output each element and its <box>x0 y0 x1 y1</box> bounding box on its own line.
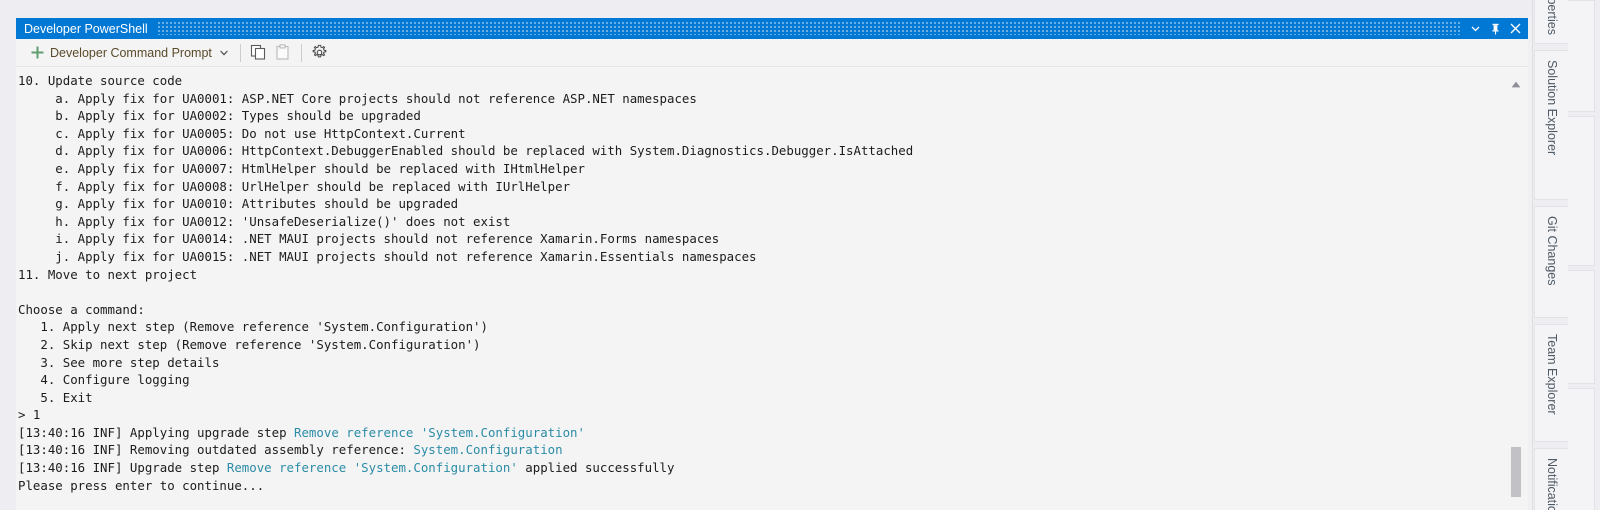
terminal-text: c. Apply fix for UA0005: Do not use Http… <box>18 125 466 141</box>
terminal-line: 2. Skip next step (Remove reference 'Sys… <box>18 336 1504 354</box>
ide-right-edge-strip <box>1568 0 1600 510</box>
pin-icon[interactable] <box>1486 20 1504 38</box>
sidebar-tab-label: Properties <box>1545 0 1559 35</box>
terminal-text: b. Apply fix for UA0002: Types should be… <box>18 108 421 124</box>
terminal-text: 11. Move to next project <box>18 266 198 282</box>
close-icon[interactable] <box>1506 20 1524 38</box>
terminal-text: [13:40:16 INF] Removing outdated assembl… <box>18 442 414 458</box>
terminal-line: 4. Configure logging <box>18 371 1504 389</box>
window-dropdown-icon[interactable] <box>1466 20 1484 38</box>
terminal-line: h. Apply fix for UA0012: 'UnsafeDeserial… <box>18 213 1504 231</box>
terminal-line: [13:40:16 INF] Removing outdated assembl… <box>18 441 1504 459</box>
new-tab-profile-label[interactable]: Developer Command Prompt <box>50 45 212 60</box>
tool-window-title: Developer PowerShell <box>24 21 154 36</box>
sidebar-tab-label: Team Explorer <box>1545 334 1559 415</box>
sidebar-tab-notifications[interactable]: Notifications <box>1534 448 1568 510</box>
edge-card-3 <box>1568 270 1595 384</box>
terminal-highlight-text: Remove reference 'System.Configuration' <box>294 424 585 440</box>
terminal-line: 5. Exit <box>18 389 1504 407</box>
new-tab-chevron-down-icon[interactable] <box>218 44 230 62</box>
edge-card-2 <box>1568 116 1595 266</box>
terminal-text: [13:40:16 INF] Applying upgrade step <box>18 424 295 440</box>
tool-window-title-bar[interactable]: Developer PowerShell <box>16 18 1528 39</box>
sidebar-tab-label: Solution Explorer <box>1545 60 1559 156</box>
terminal-scrollbar[interactable] <box>1504 67 1528 510</box>
paste-icon[interactable] <box>271 42 295 64</box>
terminal-text: a. Apply fix for UA0001: ASP.NET Core pr… <box>18 90 697 106</box>
terminal-text: 4. Configure logging <box>18 372 190 388</box>
sidebar-tab-git-changes[interactable]: Git Changes <box>1534 206 1568 318</box>
terminal-line: [13:40:16 INF] Applying upgrade step Rem… <box>18 424 1504 442</box>
edge-card-4 <box>1568 388 1595 510</box>
terminal-line: i. Apply fix for UA0014: .NET MAUI proje… <box>18 230 1504 248</box>
terminal-line: 11. Move to next project <box>18 266 1504 284</box>
ide-left-gutter <box>0 0 16 510</box>
sidebar-tab-solution-explorer[interactable]: Solution Explorer <box>1534 50 1568 200</box>
terminal-text: e. Apply fix for UA0007: HtmlHelper shou… <box>18 160 585 176</box>
terminal-line: c. Apply fix for UA0005: Do not use Http… <box>18 125 1504 143</box>
terminal-text: Choose a command: <box>18 301 145 317</box>
terminal-line: b. Apply fix for UA0002: Types should be… <box>18 107 1504 125</box>
sidebar-tab-label: Notifications <box>1545 458 1559 510</box>
scrollbar-thumb[interactable] <box>1511 447 1521 497</box>
terminal-output[interactable]: 10. Update source code a. Apply fix for … <box>16 67 1504 510</box>
title-bar-buttons <box>1466 20 1524 38</box>
terminal-text: 1. Apply next step (Remove reference 'Sy… <box>18 319 488 335</box>
new-tab-plus-icon[interactable] <box>28 44 46 62</box>
terminal-line: g. Apply fix for UA0010: Attributes shou… <box>18 195 1504 213</box>
terminal-text: g. Apply fix for UA0010: Attributes shou… <box>18 196 459 212</box>
terminal-text: i. Apply fix for UA0014: .NET MAUI proje… <box>18 231 720 247</box>
terminal-text: Please press enter to continue... <box>18 477 265 493</box>
terminal-line: Please press enter to continue... <box>18 477 1504 495</box>
terminal-line: d. Apply fix for UA0006: HttpContext.Deb… <box>18 142 1504 160</box>
toolbar-separator-2 <box>300 43 302 62</box>
terminal-text: 2. Skip next step (Remove reference 'Sys… <box>18 336 481 352</box>
terminal-line <box>18 283 1504 301</box>
terminal-body[interactable]: 10. Update source code a. Apply fix for … <box>16 67 1528 510</box>
terminal-text: 5. Exit <box>18 389 93 405</box>
terminal-text: > 1 <box>18 407 41 423</box>
copy-icon[interactable] <box>247 42 271 64</box>
developer-powershell-tool-window: Developer PowerShell <box>16 18 1528 510</box>
ide-top-gutter <box>0 0 1600 18</box>
terminal-highlight-text: System.Configuration <box>413 442 563 458</box>
edge-card-1 <box>1568 0 1595 112</box>
terminal-line: a. Apply fix for UA0001: ASP.NET Core pr… <box>18 90 1504 108</box>
terminal-highlight-text: Remove reference 'System.Configuration' <box>226 460 518 476</box>
terminal-line: j. Apply fix for UA0015: .NET MAUI proje… <box>18 248 1504 266</box>
sidebar-tab-team-explorer[interactable]: Team Explorer <box>1534 324 1568 442</box>
terminal-line: 10. Update source code <box>18 72 1504 90</box>
terminal-text: [13:40:16 INF] Upgrade step <box>18 460 227 476</box>
terminal-line: > 1 <box>18 406 1504 424</box>
terminal-text: 3. See more step details <box>18 354 220 370</box>
scrollbar-up-arrow-icon[interactable] <box>1511 75 1521 93</box>
terminal-text: 10. Update source code <box>18 73 183 88</box>
terminal-text: j. Apply fix for UA0015: .NET MAUI proje… <box>18 248 757 264</box>
terminal-line: f. Apply fix for UA0008: UrlHelper shoul… <box>18 178 1504 196</box>
terminal-text: applied successfully <box>517 460 675 476</box>
sidebar-tab-label: Git Changes <box>1545 216 1559 286</box>
terminal-toolbar: Developer Command Prompt <box>16 39 1528 67</box>
terminal-text: h. Apply fix for UA0012: 'UnsafeDeserial… <box>18 213 511 229</box>
terminal-line: e. Apply fix for UA0007: HtmlHelper shou… <box>18 160 1504 178</box>
terminal-text: d. Apply fix for UA0006: HttpContext.Deb… <box>18 143 914 159</box>
gear-icon[interactable] <box>308 42 332 64</box>
terminal-line: 1. Apply next step (Remove reference 'Sy… <box>18 318 1504 336</box>
terminal-line: [13:40:16 INF] Upgrade step Remove refer… <box>18 459 1504 477</box>
terminal-line: Choose a command: <box>18 301 1504 319</box>
toolbar-separator-1 <box>239 43 241 62</box>
title-bar-grip[interactable] <box>157 22 1462 35</box>
terminal-text: f. Apply fix for UA0008: UrlHelper shoul… <box>18 178 571 194</box>
terminal-line: 3. See more step details <box>18 354 1504 372</box>
sidebar-tab-properties[interactable]: Properties <box>1534 0 1568 44</box>
